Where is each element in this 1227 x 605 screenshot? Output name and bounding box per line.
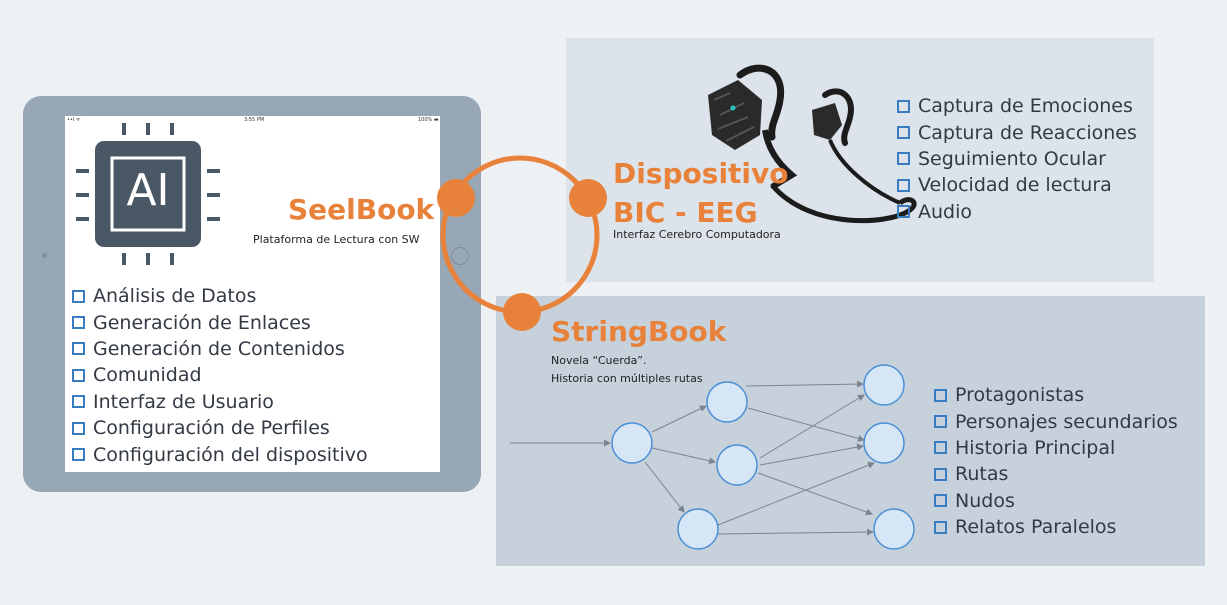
- graph-edge: [759, 394, 865, 459]
- checkbox[interactable]: [72, 395, 85, 409]
- seelbook-subtitle: Plataforma de Lectura con SW: [253, 233, 420, 246]
- checkbox[interactable]: [934, 415, 947, 429]
- graph-edge: [717, 461, 875, 526]
- checkbox[interactable]: [934, 441, 947, 455]
- checkbox[interactable]: [72, 316, 85, 330]
- eeg-headphones-icon: [708, 64, 917, 224]
- checkbox[interactable]: [72, 448, 85, 462]
- status-signal: ••l ᯤ: [67, 117, 81, 123]
- list-item: Captura de Emociones: [897, 93, 1137, 119]
- checkbox[interactable]: [72, 289, 85, 303]
- list-item: Velocidad de lectura: [897, 172, 1137, 198]
- list-item: Configuración del dispositivo: [72, 441, 368, 467]
- list-item: Relatos Paralelos: [934, 514, 1178, 540]
- checkbox[interactable]: [897, 126, 910, 140]
- ring-node-seelbook: [437, 179, 475, 217]
- checkbox[interactable]: [897, 205, 910, 219]
- list-item: Análisis de Datos: [72, 283, 368, 309]
- seelbook-feature-list: Análisis de Datos Generación de Enlaces …: [72, 283, 368, 468]
- checkbox[interactable]: [72, 421, 85, 435]
- ring-node-stringbook: [503, 293, 541, 331]
- list-item: Nudos: [934, 488, 1178, 514]
- checkbox[interactable]: [934, 520, 947, 534]
- list-item: Interfaz de Usuario: [72, 389, 368, 415]
- list-item: Audio: [897, 199, 1137, 225]
- checkbox[interactable]: [72, 368, 85, 382]
- tablet-home-button[interactable]: [451, 247, 469, 265]
- device-feature-list: Captura de Emociones Captura de Reaccion…: [897, 93, 1137, 225]
- ai-chip-label: AI: [126, 165, 170, 216]
- graph-node: [863, 422, 905, 464]
- device-subtitle: Interfaz Cerebro Computadora: [613, 228, 781, 241]
- checkbox[interactable]: [897, 99, 910, 113]
- list-item: Comunidad: [72, 362, 368, 388]
- graph-edge: [747, 407, 865, 442]
- stringbook-panel: [496, 296, 1205, 566]
- device-title-line1: Dispositivo: [613, 157, 789, 190]
- stringbook-subtitle-line1: Novela “Cuerda”.: [551, 354, 647, 367]
- stringbook-title: StringBook: [551, 315, 727, 348]
- list-item: Personajes secundarios: [934, 408, 1178, 434]
- checkbox[interactable]: [934, 494, 947, 508]
- list-item: Configuración de Perfiles: [72, 415, 368, 441]
- stringbook-subtitle-line2: Historia con múltiples rutas: [551, 372, 703, 385]
- graph-node: [677, 508, 719, 550]
- checkbox[interactable]: [897, 152, 910, 166]
- graph-node: [706, 381, 748, 423]
- device-title-line2: BIC - EEG: [613, 196, 758, 229]
- graph-edge: [745, 380, 864, 388]
- list-item: Protagonistas: [934, 382, 1178, 408]
- graph-node: [873, 508, 915, 550]
- device-panel: [566, 38, 1154, 282]
- graph-edge: [757, 472, 873, 516]
- checkbox[interactable]: [934, 467, 947, 481]
- ring-node-device: [569, 179, 607, 217]
- checkbox[interactable]: [72, 342, 85, 356]
- checkbox[interactable]: [934, 388, 947, 402]
- ai-chip-icon: AI: [74, 121, 222, 267]
- list-item: Seguimiento Ocular: [897, 146, 1137, 172]
- graph-edge: [759, 443, 864, 466]
- graph-edge: [644, 461, 685, 513]
- seelbook-title: SeelBook: [288, 193, 435, 226]
- status-battery: 100% ▬: [418, 117, 439, 123]
- list-item: Captura de Reacciones: [897, 119, 1137, 145]
- list-item: Rutas: [934, 461, 1178, 487]
- tablet-camera: [42, 253, 47, 258]
- stringbook-feature-list: Protagonistas Personajes secundarios His…: [934, 382, 1178, 540]
- graph-edge: [651, 405, 707, 433]
- graph-node: [611, 422, 653, 464]
- graph-edge: [651, 447, 716, 465]
- list-item: Historia Principal: [934, 435, 1178, 461]
- checkbox[interactable]: [897, 178, 910, 192]
- graph-node: [863, 364, 905, 406]
- list-item: Generación de Contenidos: [72, 336, 368, 362]
- graph-edge: [717, 528, 874, 536]
- status-time: 3:55 PM: [244, 117, 265, 123]
- list-item: Generación de Enlaces: [72, 309, 368, 335]
- graph-node: [716, 444, 758, 486]
